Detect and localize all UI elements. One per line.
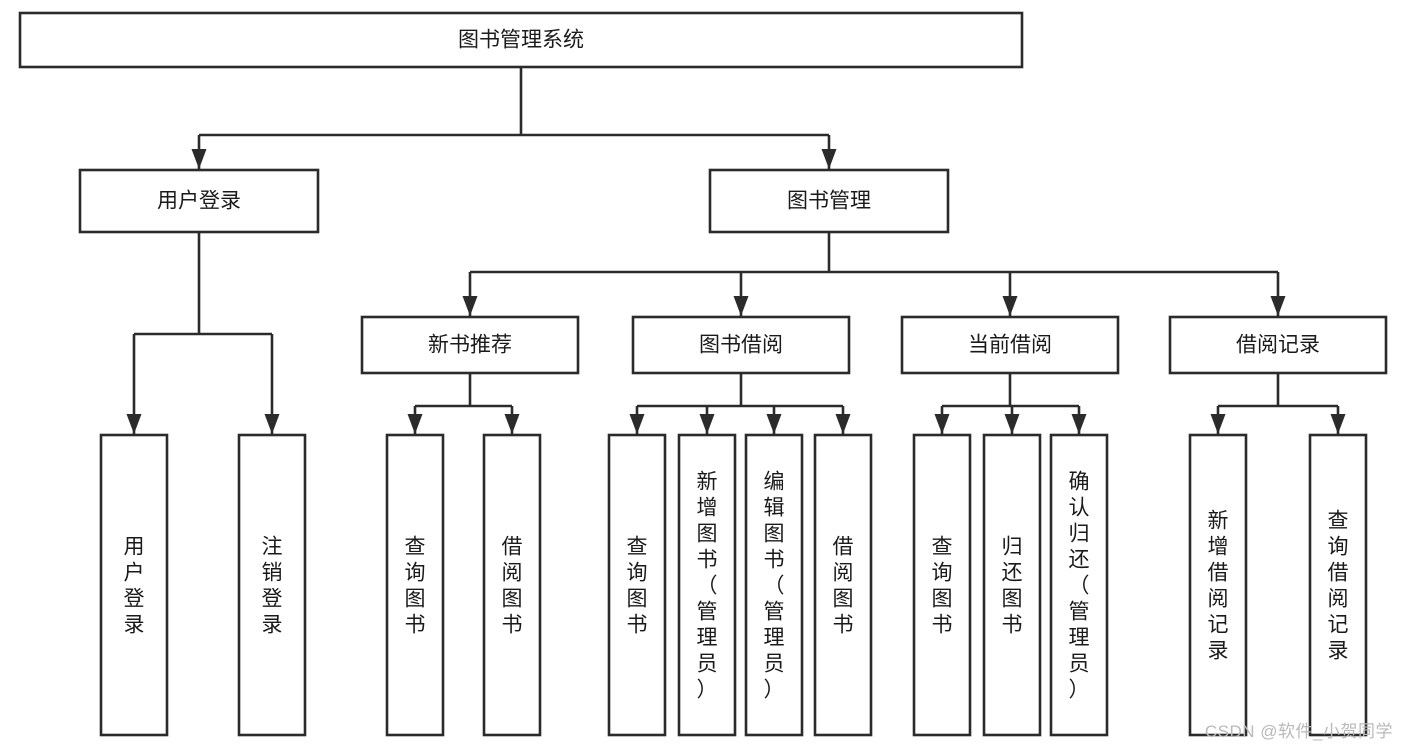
l2-books-to-l3-arrow-0 bbox=[462, 296, 478, 316]
node-leaf-10-确认归还（管理员）-label: 确认归还（管理员） bbox=[1069, 470, 1090, 701]
node-leaf-8-查询图书[interactable]: 查询图书 bbox=[912, 433, 972, 737]
node-leaf-1-注销登录-label: 注销登录 bbox=[262, 535, 283, 636]
l2-books-to-l3-arrow-1 bbox=[733, 296, 749, 316]
node-leaf-1-注销登录-rect[interactable] bbox=[237, 433, 307, 737]
node-leaf-11-新增借阅记录-label: 新增借阅记录 bbox=[1208, 509, 1229, 662]
node-leaf-9-归还图书-label: 归还图书 bbox=[1002, 535, 1023, 636]
l2-user-to-leaves-arrow-0 bbox=[126, 414, 142, 434]
node-leaf-8-查询图书-label: 查询图书 bbox=[932, 535, 953, 636]
node-leaf-2-查询图书-label: 查询图书 bbox=[405, 535, 426, 636]
node-leaf-5-新增图书（管理员）-rect[interactable] bbox=[677, 433, 737, 737]
node-leaf-4-查询图书-label: 查询图书 bbox=[627, 535, 648, 636]
node-leaf-5-新增图书（管理员）[interactable]: 新增图书（管理员） bbox=[677, 433, 737, 737]
node-leaf-7-借阅图书-rect[interactable] bbox=[813, 433, 873, 737]
node-leaf-10-确认归还（管理员）-rect[interactable] bbox=[1049, 433, 1109, 737]
node-leaf-12-查询借阅记录-rect[interactable] bbox=[1308, 433, 1368, 737]
node-root-图书管理系统-rect[interactable] bbox=[18, 11, 1024, 69]
l3-2-to-leaves-arrow-0 bbox=[934, 414, 950, 434]
node-l3-当前借阅-label: 当前借阅 bbox=[968, 334, 1052, 357]
node-l2-用户登录-label: 用户登录 bbox=[157, 190, 241, 213]
node-leaf-10-确认归还（管理员）[interactable]: 确认归还（管理员） bbox=[1049, 433, 1109, 737]
node-leaf-3-借阅图书-label: 借阅图书 bbox=[502, 535, 523, 636]
node-layer: 图书管理系统用户登录图书管理新书推荐图书借阅当前借阅借阅记录用户登录注销登录查询… bbox=[18, 11, 1388, 737]
node-l3-新书推荐[interactable]: 新书推荐 bbox=[360, 315, 580, 375]
node-l2-用户登录[interactable]: 用户登录 bbox=[78, 168, 320, 234]
node-l3-图书借阅-rect[interactable] bbox=[631, 315, 851, 375]
node-leaf-3-借阅图书[interactable]: 借阅图书 bbox=[482, 433, 542, 737]
l3-2-to-leaves-arrow-1 bbox=[1004, 414, 1020, 434]
node-leaf-11-新增借阅记录-rect[interactable] bbox=[1188, 433, 1248, 737]
connector-layer bbox=[126, 67, 1346, 434]
root-to-l2-arrow-1 bbox=[821, 149, 837, 169]
node-leaf-4-查询图书-rect[interactable] bbox=[607, 433, 667, 737]
node-root-图书管理系统-label: 图书管理系统 bbox=[458, 29, 584, 52]
node-leaf-0-用户登录-label: 用户登录 bbox=[124, 535, 145, 636]
node-leaf-2-查询图书-rect[interactable] bbox=[385, 433, 445, 737]
l3-0-to-leaves-arrow-1 bbox=[504, 414, 520, 434]
node-leaf-7-借阅图书-label: 借阅图书 bbox=[833, 535, 854, 636]
node-l2-图书管理[interactable]: 图书管理 bbox=[708, 168, 950, 234]
node-l2-图书管理-rect[interactable] bbox=[708, 168, 950, 234]
l3-3-to-leaves-arrow-1 bbox=[1330, 414, 1346, 434]
l2-user-to-leaves-arrow-1 bbox=[264, 414, 280, 434]
node-leaf-12-查询借阅记录[interactable]: 查询借阅记录 bbox=[1308, 433, 1368, 737]
node-leaf-12-查询借阅记录-label: 查询借阅记录 bbox=[1328, 509, 1349, 662]
node-leaf-8-查询图书-rect[interactable] bbox=[912, 433, 972, 737]
l3-1-to-leaves-arrow-2 bbox=[766, 414, 782, 434]
root-to-l2-arrow-0 bbox=[191, 149, 207, 169]
node-l3-新书推荐-label: 新书推荐 bbox=[428, 334, 512, 357]
node-leaf-5-新增图书（管理员）-label: 新增图书（管理员） bbox=[697, 470, 718, 701]
node-root-图书管理系统[interactable]: 图书管理系统 bbox=[18, 11, 1024, 69]
node-leaf-0-用户登录-rect[interactable] bbox=[99, 433, 169, 737]
node-leaf-3-借阅图书-rect[interactable] bbox=[482, 433, 542, 737]
node-leaf-6-编辑图书（管理员）-label: 编辑图书（管理员） bbox=[764, 470, 785, 701]
node-leaf-6-编辑图书（管理员）[interactable]: 编辑图书（管理员） bbox=[744, 433, 804, 737]
node-l3-借阅记录-rect[interactable] bbox=[1168, 315, 1388, 375]
node-l3-图书借阅[interactable]: 图书借阅 bbox=[631, 315, 851, 375]
node-leaf-9-归还图书-rect[interactable] bbox=[982, 433, 1042, 737]
node-leaf-1-注销登录[interactable]: 注销登录 bbox=[237, 433, 307, 737]
l3-2-to-leaves-arrow-2 bbox=[1071, 414, 1087, 434]
l3-1-to-leaves-arrow-0 bbox=[629, 414, 645, 434]
node-leaf-4-查询图书[interactable]: 查询图书 bbox=[607, 433, 667, 737]
l3-0-to-leaves-arrow-0 bbox=[407, 414, 423, 434]
node-leaf-9-归还图书[interactable]: 归还图书 bbox=[982, 433, 1042, 737]
node-l3-当前借阅[interactable]: 当前借阅 bbox=[900, 315, 1120, 375]
l2-books-to-l3-arrow-3 bbox=[1270, 296, 1286, 316]
node-leaf-7-借阅图书[interactable]: 借阅图书 bbox=[813, 433, 873, 737]
node-l3-借阅记录-label: 借阅记录 bbox=[1236, 334, 1320, 357]
l3-3-to-leaves-arrow-0 bbox=[1210, 414, 1226, 434]
watermark-text: CSDN @软件_小贺同学 bbox=[1204, 722, 1393, 741]
node-l2-图书管理-label: 图书管理 bbox=[787, 190, 871, 213]
l3-1-to-leaves-arrow-3 bbox=[835, 414, 851, 434]
node-l2-用户登录-rect[interactable] bbox=[78, 168, 320, 234]
l2-books-to-l3-arrow-2 bbox=[1002, 296, 1018, 316]
node-leaf-6-编辑图书（管理员）-rect[interactable] bbox=[744, 433, 804, 737]
node-l3-借阅记录[interactable]: 借阅记录 bbox=[1168, 315, 1388, 375]
node-l3-当前借阅-rect[interactable] bbox=[900, 315, 1120, 375]
node-l3-新书推荐-rect[interactable] bbox=[360, 315, 580, 375]
node-leaf-11-新增借阅记录[interactable]: 新增借阅记录 bbox=[1188, 433, 1248, 737]
node-l3-图书借阅-label: 图书借阅 bbox=[699, 334, 783, 357]
node-leaf-2-查询图书[interactable]: 查询图书 bbox=[385, 433, 445, 737]
node-leaf-0-用户登录[interactable]: 用户登录 bbox=[99, 433, 169, 737]
l3-1-to-leaves-arrow-1 bbox=[699, 414, 715, 434]
